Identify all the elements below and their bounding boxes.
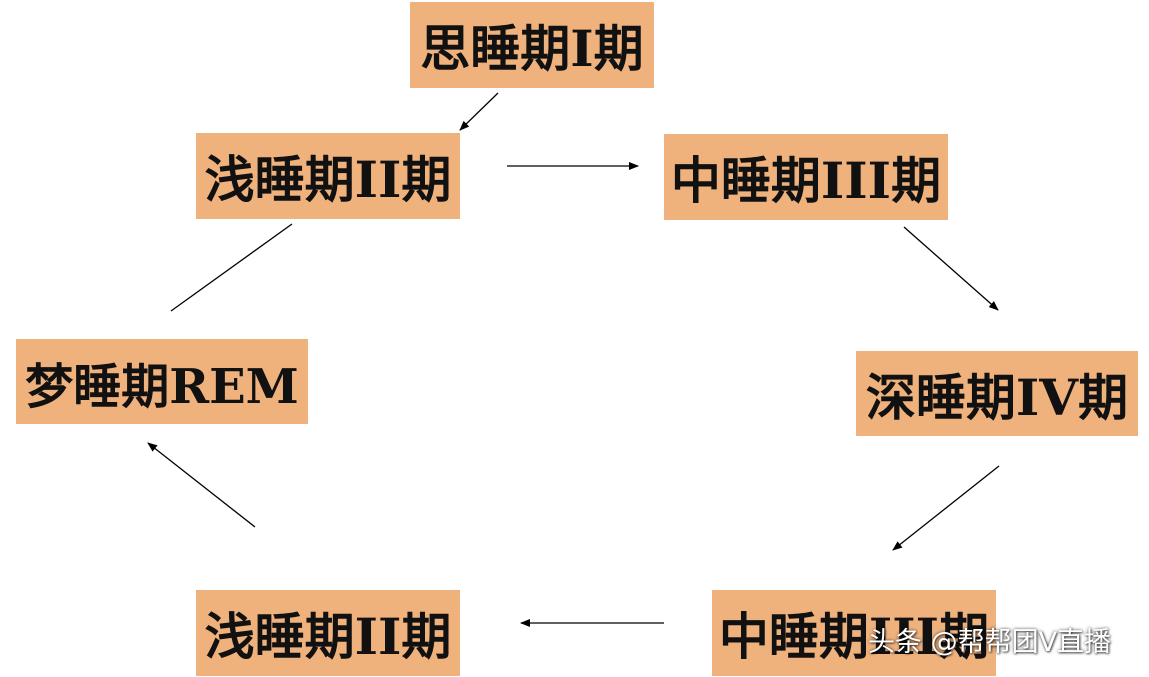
stage-3-return-box: 中睡期III期 [712, 590, 996, 676]
stage-2-return-box: 浅睡期II期 [196, 590, 460, 676]
arrow-stage4-to-stage3-return [892, 465, 1000, 551]
stage-3-box: 中睡期III期 [664, 134, 948, 220]
arrow-stage1-to-stage2 [459, 92, 499, 131]
stage-2-box: 浅睡期II期 [196, 133, 460, 219]
stage-4-box: 深睡期IV期 [856, 351, 1138, 436]
stage-1-box: 思睡期I期 [410, 2, 654, 88]
rem-stage-box: 梦睡期REM [16, 339, 308, 424]
arrow-stage2-return-to-rem [147, 442, 256, 528]
watermark: 头条 @帮帮团V直播 [868, 627, 1112, 658]
line-rem-to-stage2 [170, 223, 293, 312]
arrow-stage3-to-stage4 [903, 226, 999, 311]
